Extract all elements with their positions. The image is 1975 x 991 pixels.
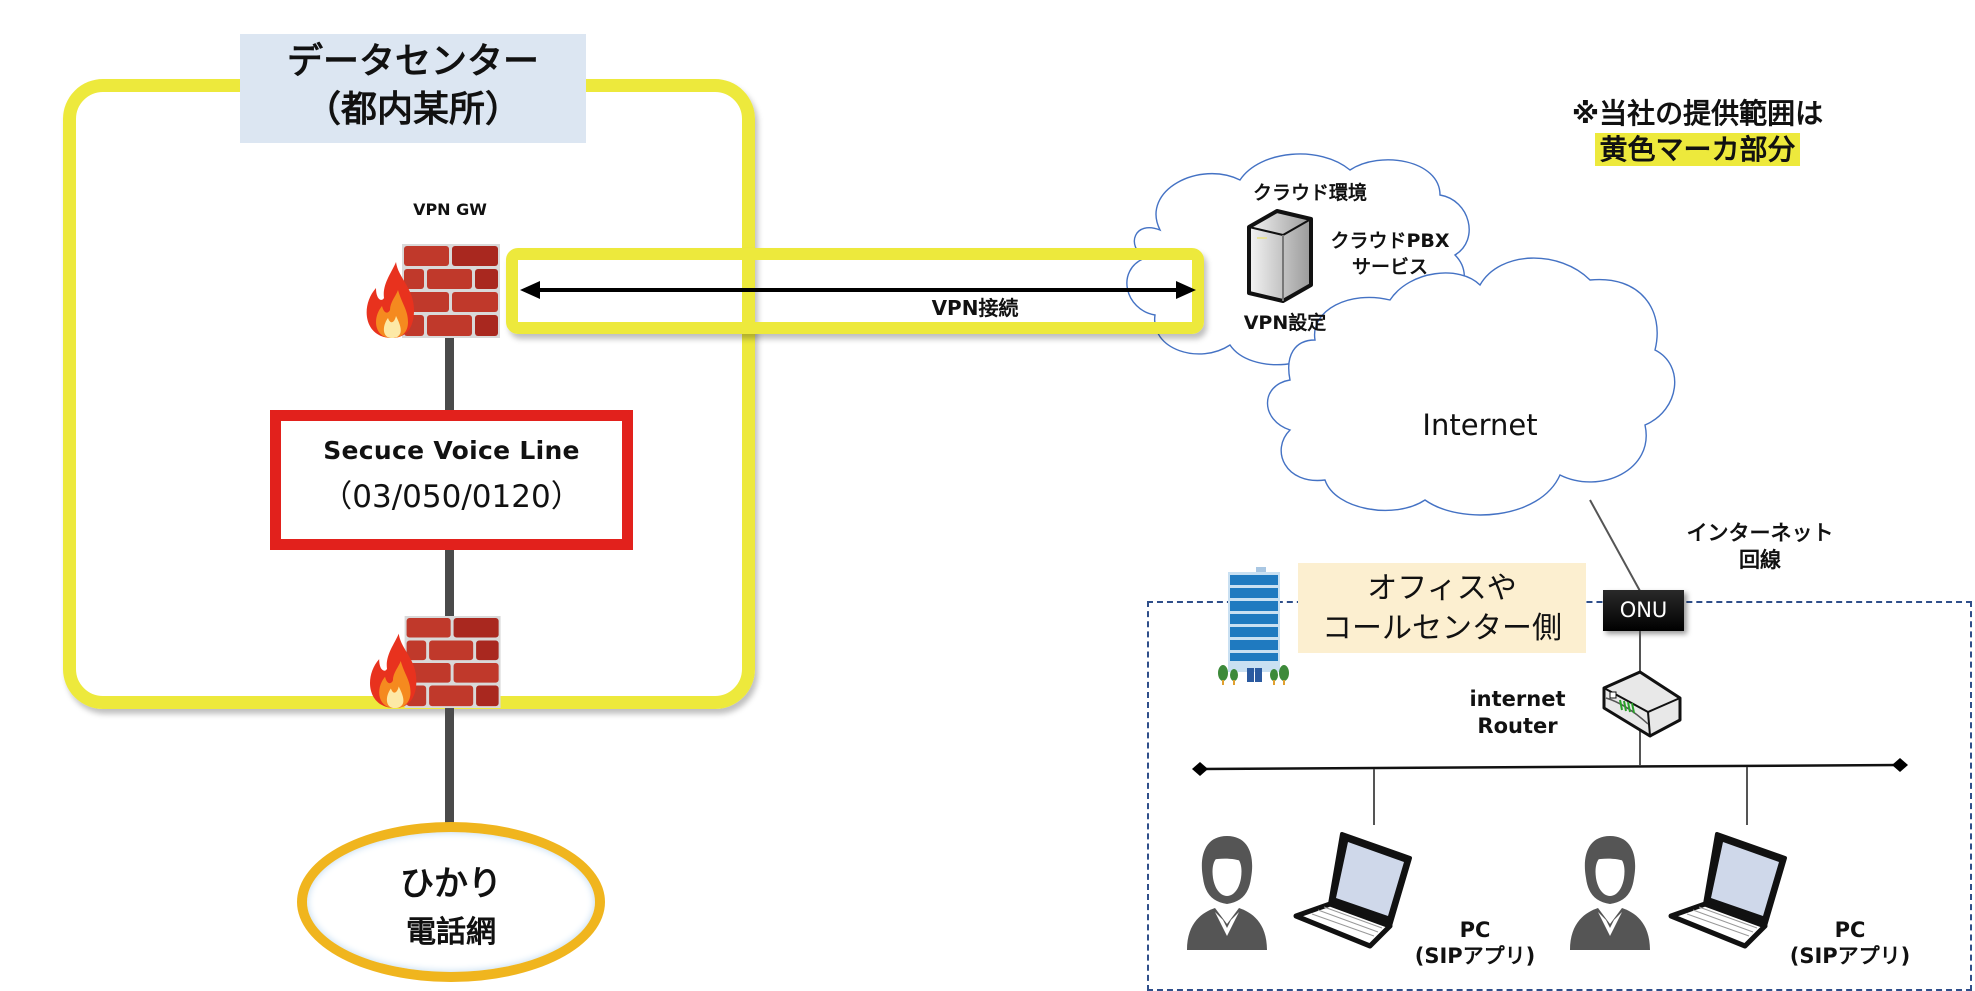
server-icon [1247, 209, 1313, 303]
bidirectional-arrow-icon [520, 281, 1196, 299]
router-label-2: Router [1477, 714, 1558, 738]
cloud-pbx-label-line1: クラウドPBX [1330, 230, 1450, 252]
service-numbers: （03/050/0120） [321, 479, 582, 515]
datacenter-title-line1: データセンター [286, 41, 539, 82]
vpn-setting-label: VPN設定 [1243, 312, 1327, 334]
wire-service-to-firewall [445, 548, 454, 620]
cloud-pbx-service-label: クラウドPBX サービス [1310, 228, 1470, 280]
service-title: Secuce Voice Line [323, 436, 580, 465]
pc-label-2-line2: (SIPアプリ) [1789, 944, 1911, 968]
building-icon [1218, 567, 1289, 685]
internet-label: Internet [1422, 408, 1538, 442]
internet-line-label-1: インターネット [1686, 521, 1834, 545]
datacenter-title-line2: （都内某所） [304, 89, 521, 130]
laptop-icon-2 [1668, 832, 1787, 949]
wire-gw-to-service [445, 336, 454, 412]
pc-label-1-line2: (SIPアプリ) [1414, 944, 1536, 968]
cloud-pbx-label-line2: サービス [1351, 256, 1428, 278]
vpn-connection-label: VPN接続 [931, 296, 1019, 320]
pc-label-2: PC (SIPアプリ) [1775, 917, 1925, 969]
datacenter-title: データセンター （都内某所） [240, 34, 586, 143]
firewall-icon-bottom [370, 616, 501, 709]
cloud-env-label: クラウド環境 [1252, 182, 1367, 204]
internet-line-label: インターネット 回線 [1660, 520, 1860, 574]
scope-note-line1: ※当社の提供範囲は [1571, 97, 1824, 130]
office-label: オフィスや コールセンター側 [1298, 563, 1586, 653]
secure-voice-line-box: Secuce Voice Line （03/050/0120） [270, 410, 633, 550]
laptop-icon [1293, 832, 1412, 949]
phone-network-oval: ひかり 電話網 [297, 822, 605, 982]
internet-line [1589, 499, 1641, 592]
router-label: internet Router [1450, 686, 1585, 740]
wire-firewall-to-phone-network [445, 706, 454, 824]
datacenter-frame [63, 79, 755, 709]
office-label-line2: コールセンター側 [1322, 611, 1562, 646]
clouds-svg [1126, 153, 1676, 516]
scope-note-line2: 黄色マーカ部分 [1595, 133, 1800, 166]
vpn-link-highlight [506, 248, 1204, 334]
pc-label-1-line1: PC [1459, 918, 1491, 942]
internet-line-label-2: 回線 [1739, 548, 1781, 572]
router-icon [1602, 670, 1682, 738]
onu-device: ONU [1603, 590, 1684, 631]
office-label-line1: オフィスや [1367, 571, 1517, 606]
pc-label-1: PC (SIPアプリ) [1400, 917, 1550, 969]
operator-icon [1187, 836, 1267, 950]
vpn-gw-label: VPN GW [413, 200, 487, 219]
phone-network-line1: ひかり [400, 864, 502, 904]
operator-icon-2 [1570, 836, 1650, 950]
pc-label-2-line1: PC [1834, 918, 1866, 942]
scope-note: ※当社の提供範囲は 黄色マーカ部分 [1560, 96, 1835, 168]
router-label-1: internet [1469, 687, 1566, 711]
internet-cloud [1266, 257, 1676, 516]
firewall-icon [366, 244, 500, 338]
phone-network-line2: 電話網 [406, 915, 496, 950]
